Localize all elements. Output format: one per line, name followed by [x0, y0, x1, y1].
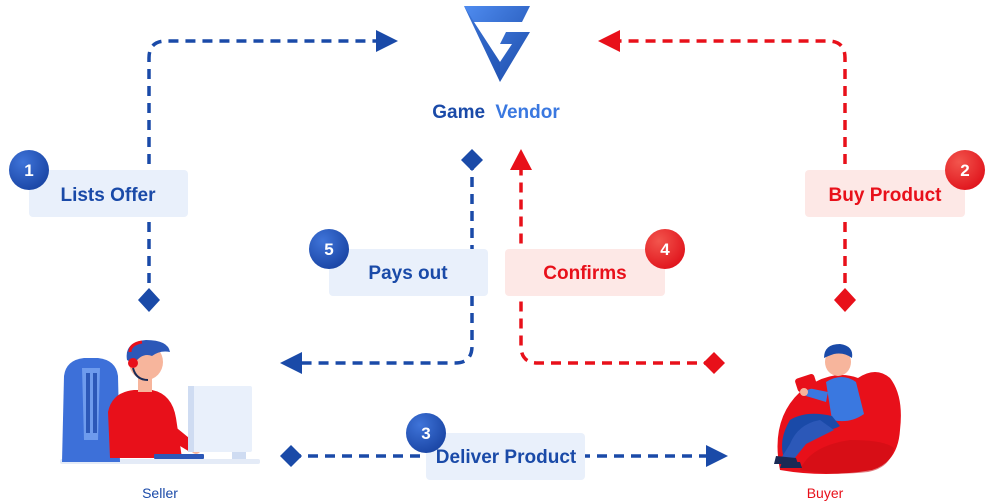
step-1-label: Lists Offer — [60, 185, 156, 206]
brand-name: Game Vendor — [432, 102, 560, 123]
step-3-label: Deliver Product — [436, 447, 577, 468]
step-2-label: Buy Product — [829, 185, 943, 206]
step-1-box: Lists Offer 1 — [9, 150, 188, 217]
step-5-box: Pays out 5 — [309, 229, 488, 296]
flow-buy-product — [598, 30, 856, 312]
buyer-label: Buyer — [807, 485, 844, 501]
step-5-badge — [309, 229, 349, 269]
seller-label: Seller — [142, 485, 178, 501]
step-5-number: 5 — [324, 240, 333, 259]
step-3-number: 3 — [421, 424, 430, 443]
seller-illustration — [60, 340, 260, 464]
step-3-badge — [406, 413, 446, 453]
step-4-number: 4 — [660, 240, 670, 259]
buyer-illustration — [774, 344, 901, 474]
flow-confirms — [510, 149, 725, 374]
step-3-box: Deliver Product 3 — [406, 413, 585, 480]
brand-name-part2: Vendor — [495, 102, 560, 123]
step-2-number: 2 — [960, 161, 969, 180]
brand-name-part1: Game — [432, 102, 485, 123]
step-5-label: Pays out — [368, 263, 448, 284]
step-4-label: Confirms — [543, 263, 626, 284]
flow-pays-out — [280, 149, 483, 374]
game-vendor-logo-icon — [464, 6, 530, 82]
step-4-box: Confirms 4 — [505, 229, 685, 296]
step-1-badge — [9, 150, 49, 190]
step-2-box: Buy Product 2 — [805, 150, 985, 217]
step-1-number: 1 — [24, 161, 33, 180]
step-2-badge — [945, 150, 985, 190]
flow-lists-offer — [138, 30, 398, 312]
step-4-badge — [645, 229, 685, 269]
